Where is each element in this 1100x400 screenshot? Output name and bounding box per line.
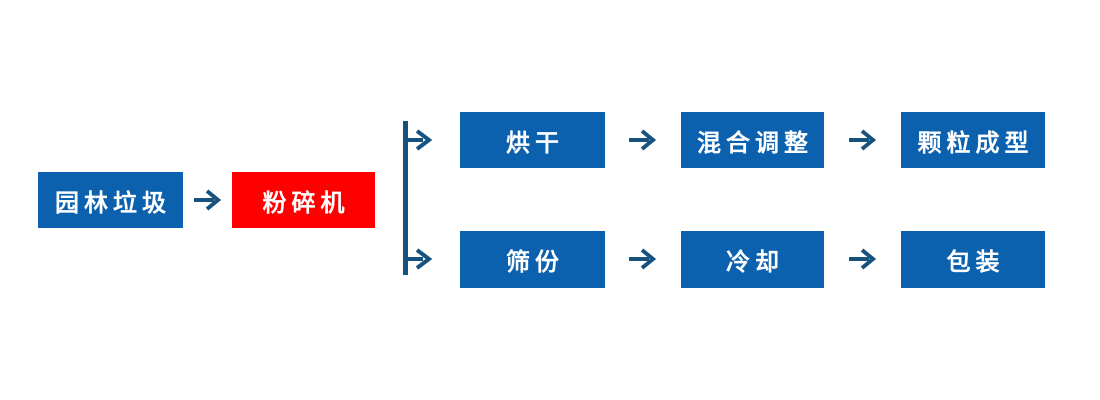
node-crusher-label: 粉碎机 bbox=[262, 188, 350, 217]
node-garden-waste: 园林垃圾 bbox=[38, 172, 183, 228]
node-crusher: 粉碎机 bbox=[232, 172, 375, 228]
node-cooling: 冷却 bbox=[681, 231, 824, 288]
arrow-right-icon bbox=[627, 128, 657, 152]
node-mixing-adjustment-label: 混合调整 bbox=[697, 128, 813, 157]
node-sieving: 筛份 bbox=[460, 231, 605, 288]
node-packing: 包装 bbox=[901, 231, 1045, 288]
node-packing-label: 包装 bbox=[946, 248, 1005, 276]
node-pellet-forming: 颗粒成型 bbox=[901, 112, 1045, 168]
arrow-right-icon bbox=[847, 128, 877, 152]
arrow-right-icon bbox=[847, 247, 877, 271]
node-pellet-forming-label: 颗粒成型 bbox=[917, 128, 1034, 157]
node-garden-waste-label: 园林垃圾 bbox=[55, 188, 171, 217]
arrow-right-icon bbox=[627, 247, 657, 271]
node-drying-label: 烘干 bbox=[506, 128, 564, 157]
node-cooling-label: 冷却 bbox=[726, 248, 784, 276]
branch-connector-icon bbox=[401, 119, 437, 279]
arrow-right-icon bbox=[192, 188, 222, 212]
node-drying: 烘干 bbox=[460, 112, 605, 168]
node-sieving-label: 筛份 bbox=[506, 248, 564, 276]
node-mixing-adjustment: 混合调整 bbox=[681, 112, 824, 168]
